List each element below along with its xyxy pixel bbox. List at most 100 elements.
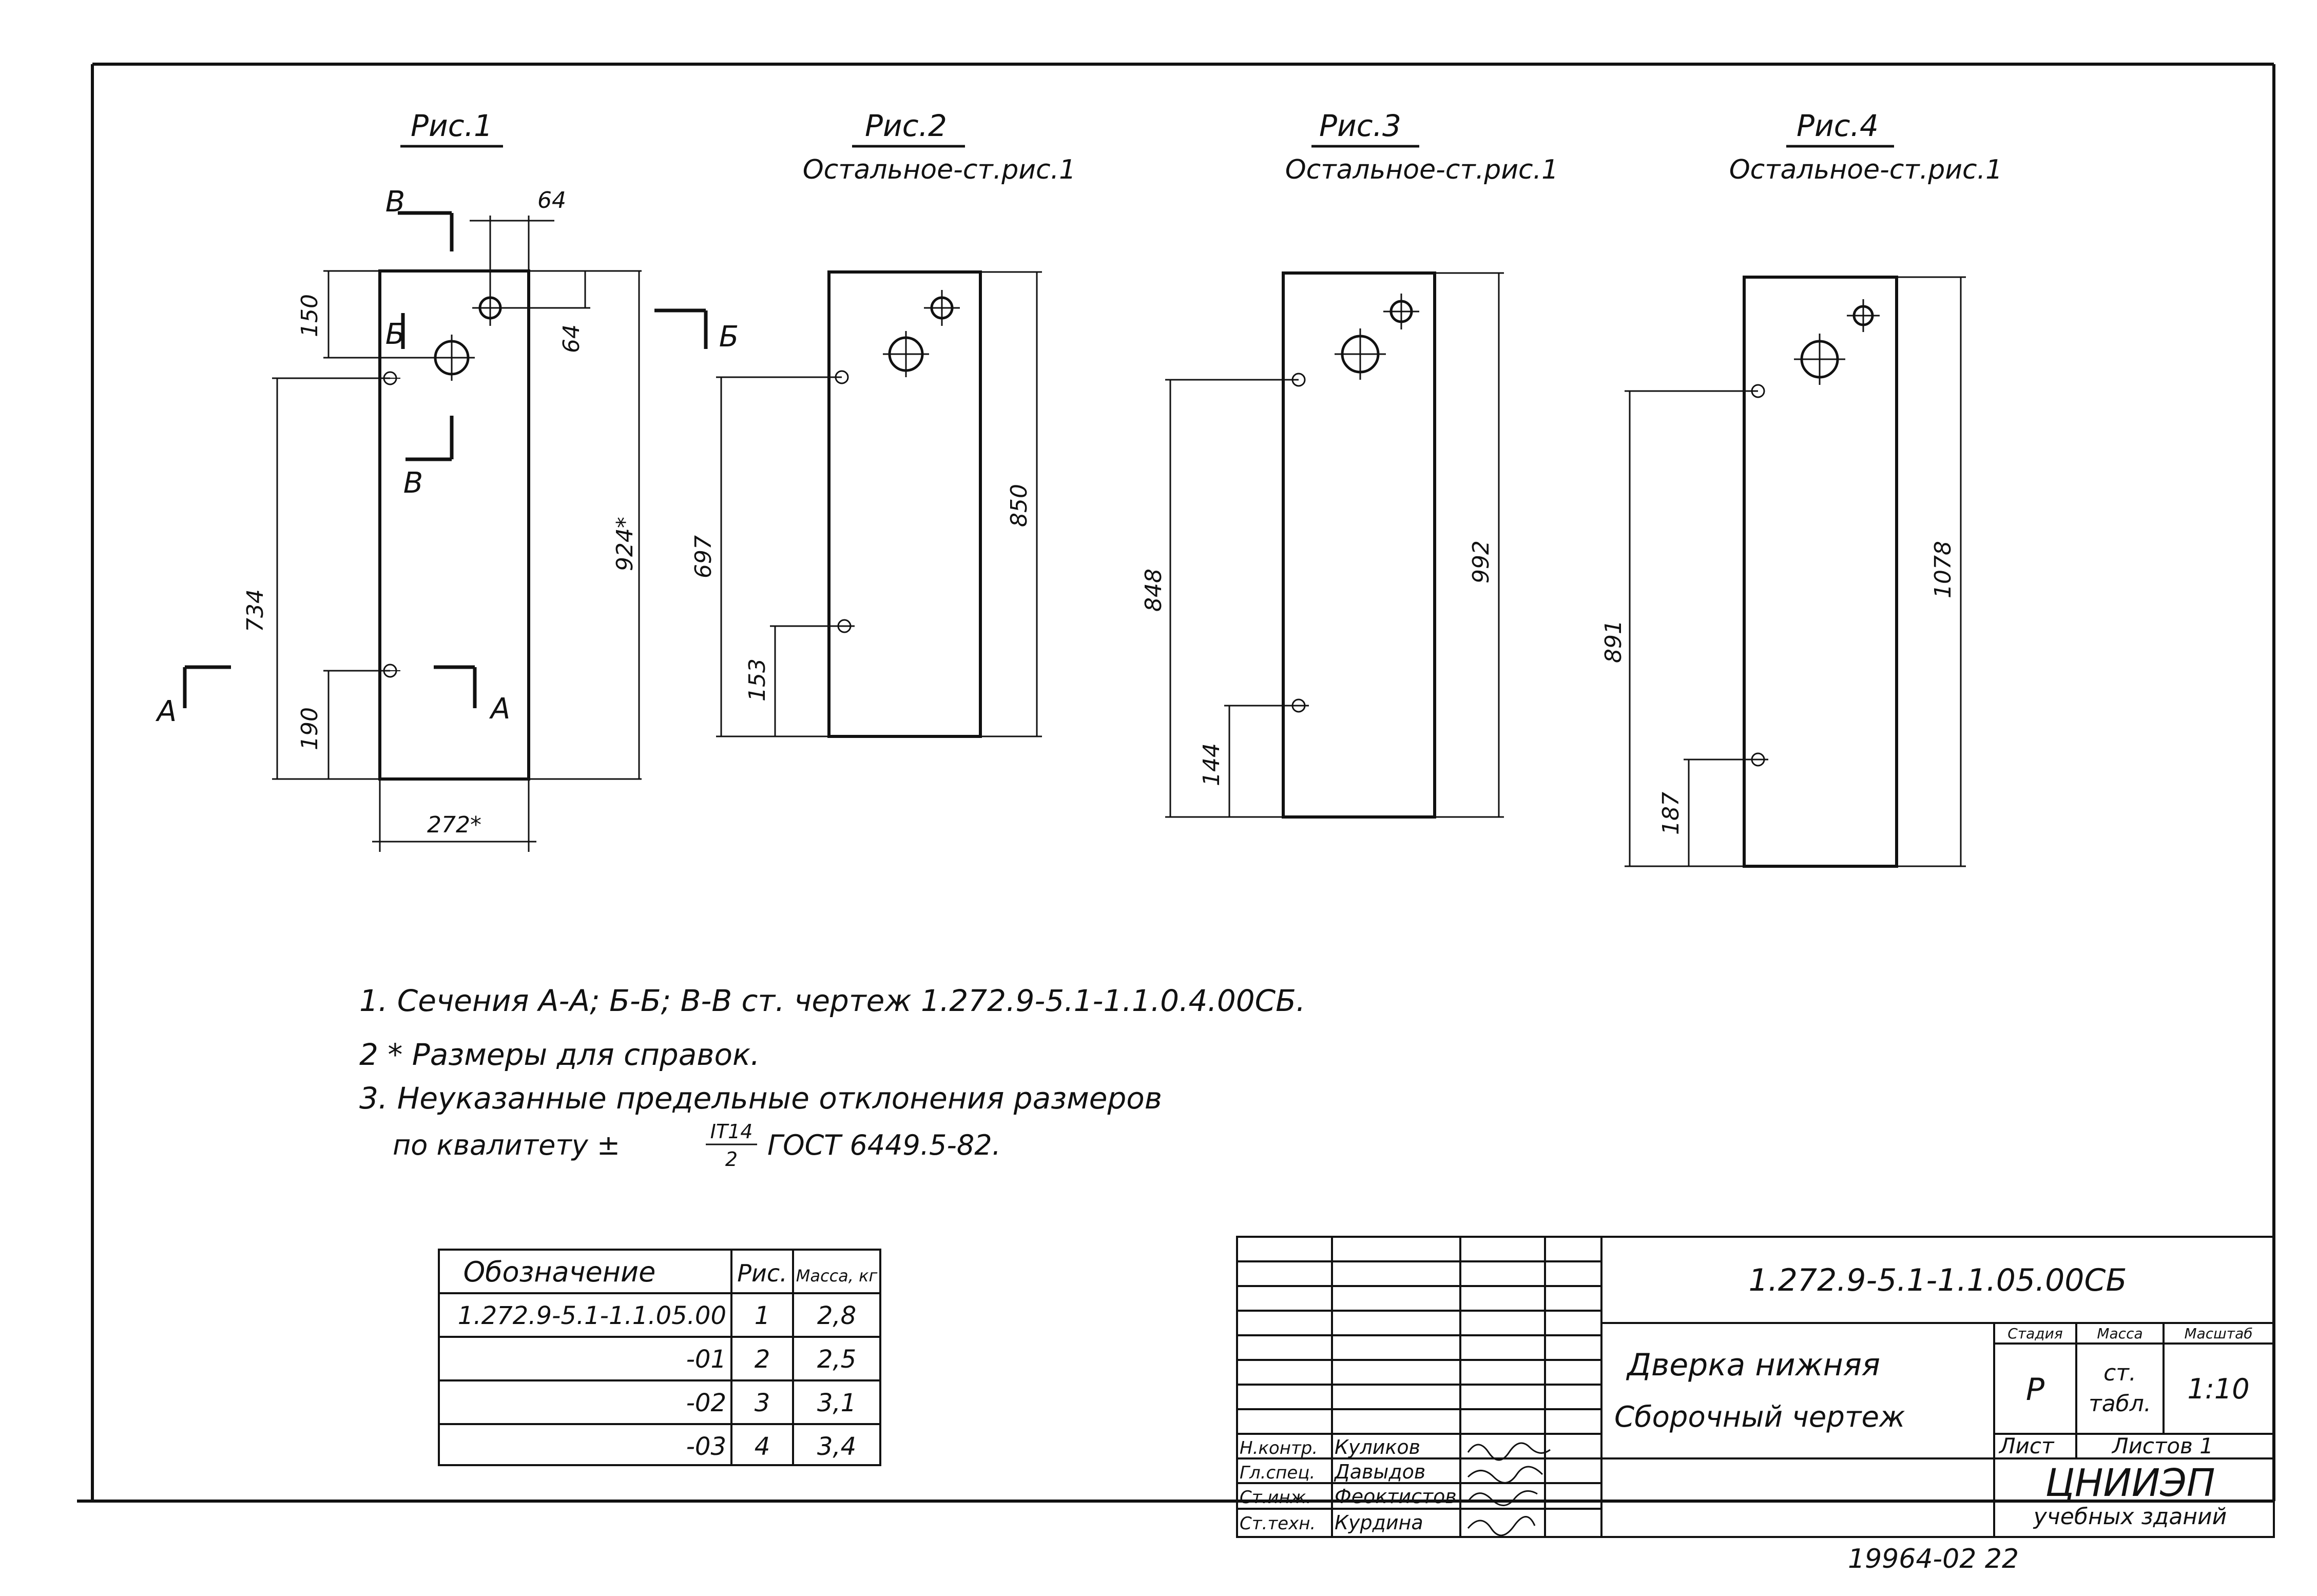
door-panel-2 xyxy=(827,270,982,738)
hole-large-3 xyxy=(1335,328,1386,380)
dim-fig3-right-height: 992 xyxy=(1468,540,1494,583)
figure-4-title: Рис.4 xyxy=(1797,108,1879,143)
hole-small-2 xyxy=(924,290,960,326)
note-3-denominator: 2 xyxy=(725,1148,738,1171)
hinge-mark-2 xyxy=(835,370,852,633)
dim-fig3-bottom-left: 144 xyxy=(1199,743,1225,786)
figure-2: Рис.2 Остальное-ст.рис.1 697 xyxy=(690,108,1076,738)
door-panel-1 xyxy=(378,269,530,781)
spec-row-3-designation: -02 xyxy=(686,1389,726,1417)
dim-fig1-hole-drop: 64 xyxy=(558,324,585,353)
figure-2-title: Рис.2 xyxy=(865,108,947,143)
title-block-org-line2: учебных зданий xyxy=(2033,1504,2227,1530)
spec-table: Обозначение Рис. Масса, кг 1.272.9-5.1-1… xyxy=(438,1249,881,1466)
figure-1: Рис.1 xyxy=(156,108,739,852)
title-block-scale-header: Масштаб xyxy=(2184,1325,2252,1342)
dim-fig1-top-offset: 64 xyxy=(537,187,566,213)
title-block-org-line1: ЦНИИЭП xyxy=(2045,1461,2215,1505)
dim-fig2-bottom-left: 153 xyxy=(744,658,770,702)
title-block-sheets-label: Листов 1 xyxy=(2111,1433,2213,1458)
dim-fig1-top-left: 150 xyxy=(297,294,323,337)
spec-row-1-fig: 1 xyxy=(755,1301,770,1330)
title-block-stage-header: Стадия xyxy=(2007,1325,2062,1342)
spec-row-3-mass: 3,1 xyxy=(817,1389,856,1417)
sheet-frame xyxy=(77,63,2275,1503)
spec-row-1-mass: 2,8 xyxy=(817,1301,856,1330)
staff-name-2: Давыдов xyxy=(1334,1461,1425,1483)
dim-fig1-bottom-left: 190 xyxy=(297,707,323,750)
spec-row-2-designation: -01 xyxy=(686,1345,726,1374)
door-panel-3 xyxy=(1282,271,1436,819)
figure-3: Рис.3 Остальное-ст.рис.1 848 xyxy=(1141,108,1559,819)
door-panel-4 xyxy=(1743,276,1898,868)
staff-role-2: Гл.спец. xyxy=(1240,1463,1315,1483)
notes: 1. Сечения А-А; Б-Б; В-В ст. чертеж 1.27… xyxy=(359,983,1305,1171)
dimension-lines-4 xyxy=(1625,276,1966,867)
hole-large-1 xyxy=(429,335,475,381)
dim-fig2-right-height: 850 xyxy=(1006,484,1032,527)
section-label-v-bottom: В xyxy=(403,466,423,500)
signatures xyxy=(1467,1442,1551,1536)
footer-number: 19964-02 22 xyxy=(1848,1544,2019,1574)
title-block-mass-header: Масса xyxy=(2097,1325,2142,1342)
spec-row-2-fig: 2 xyxy=(755,1345,770,1374)
section-markers-1 xyxy=(183,211,708,708)
note-1: 1. Сечения А-А; Б-Б; В-В ст. чертеж 1.27… xyxy=(359,983,1305,1018)
hinge-mark-3 xyxy=(1291,373,1306,713)
title-block-stage: Р xyxy=(2026,1372,2045,1408)
spec-row-4-fig: 4 xyxy=(755,1432,770,1461)
section-label-a-left: А xyxy=(156,695,177,728)
hole-small-3 xyxy=(1383,294,1419,329)
spec-row-1-designation: 1.272.9-5.1-1.1.05.00 xyxy=(458,1301,726,1330)
section-label-a-right: А xyxy=(489,692,510,726)
spec-header-mass: Масса, кг xyxy=(796,1266,878,1286)
spec-header-designation: Обозначение xyxy=(464,1256,656,1288)
hinge-mark-4 xyxy=(1751,384,1765,767)
hole-large-4 xyxy=(1794,334,1845,385)
dimension-lines-3 xyxy=(1165,272,1504,818)
figure-4: Рис.4 Остальное-ст.рис.1 891 xyxy=(1600,108,2002,868)
dim-fig4-bottom-left: 187 xyxy=(1658,792,1684,835)
figure-2-subtitle: Остальное-ст.рис.1 xyxy=(803,154,1076,185)
staff-role-1: Н.контр. xyxy=(1240,1438,1318,1458)
spec-row-4-mass: 3,4 xyxy=(817,1432,856,1461)
spec-row-3-fig: 3 xyxy=(755,1389,770,1417)
title-block: 1.272.9-5.1-1.1.05.00СБ Дверка нижняя Сб… xyxy=(1236,1236,2275,1538)
dimension-lines-1 xyxy=(272,216,642,852)
dim-fig3-left-total: 848 xyxy=(1141,569,1167,612)
dim-fig4-left-total: 891 xyxy=(1600,620,1627,663)
note-3-numerator: IT14 xyxy=(710,1120,753,1143)
note-2: 2 * Размеры для справок. xyxy=(359,1037,760,1072)
staff-name-1: Куликов xyxy=(1335,1436,1420,1458)
title-block-code: 1.272.9-5.1-1.1.05.00СБ xyxy=(1748,1262,2127,1298)
dimension-lines-2 xyxy=(716,271,1042,737)
figure-3-title: Рис.3 xyxy=(1319,108,1401,143)
title-block-name-line1: Дверка нижняя xyxy=(1626,1347,1880,1383)
spec-row-2-mass: 2,5 xyxy=(817,1345,856,1374)
section-label-v-top: В xyxy=(385,185,405,219)
title-block-mass-line2: табл. xyxy=(2089,1391,2151,1417)
dim-fig2-left-total: 697 xyxy=(690,535,717,578)
spec-header-fig: Рис. xyxy=(737,1259,787,1287)
staff-name-3: Феоктистов xyxy=(1335,1485,1457,1508)
title-block-name-line2: Сборочный чертеж xyxy=(1614,1400,1905,1434)
title-block-sheet-label: Лист xyxy=(1998,1433,2055,1458)
dim-fig1-right-height: 924* xyxy=(612,517,638,571)
dim-fig4-right-height: 1078 xyxy=(1930,541,1956,598)
note-3: 3. Неуказанные предельные отклонения раз… xyxy=(359,1081,1162,1116)
note-3-gost: ГОСТ 6449.5-82. xyxy=(767,1129,1001,1161)
figure-3-subtitle: Остальное-ст.рис.1 xyxy=(1285,154,1559,185)
title-block-mass-line1: ст. xyxy=(2103,1360,2136,1386)
title-block-scale: 1:10 xyxy=(2187,1373,2249,1405)
section-label-b-left: Б xyxy=(385,318,405,351)
dim-fig1-width: 272* xyxy=(427,812,481,838)
note-3-cont: по квалитету ± xyxy=(393,1129,620,1161)
section-label-b-right: Б xyxy=(719,320,739,354)
spec-row-4-designation: -03 xyxy=(686,1432,726,1461)
staff-role-4: Ст.техн. xyxy=(1240,1513,1316,1534)
figure-1-title: Рис.1 xyxy=(411,108,493,143)
hinge-mark-1 xyxy=(380,371,400,678)
hole-small-4 xyxy=(1847,299,1880,332)
staff-role-3: Ст.инж. xyxy=(1240,1487,1311,1508)
